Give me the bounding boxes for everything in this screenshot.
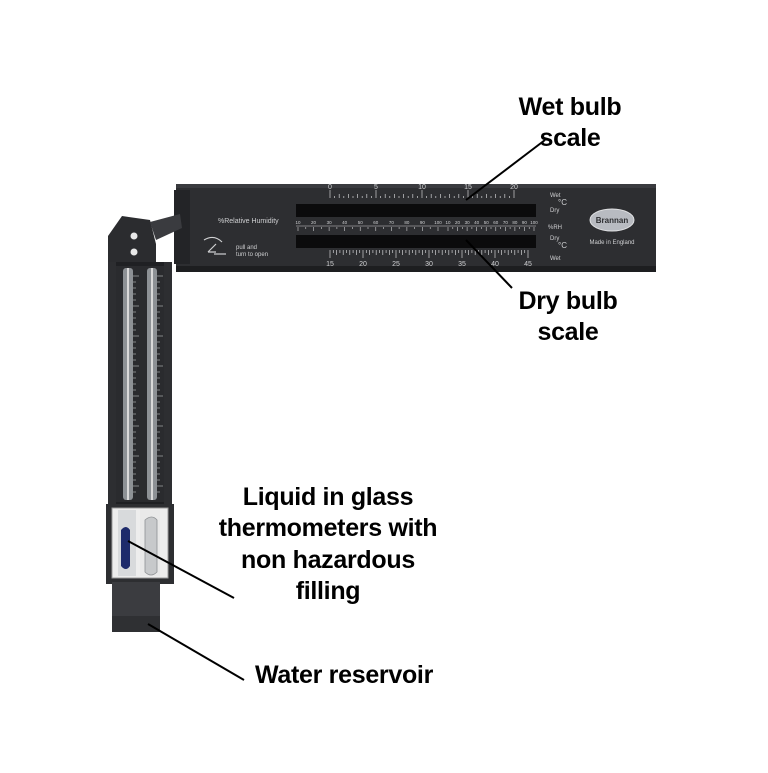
scale-label: 20 — [311, 220, 317, 225]
scale-label: 15 — [464, 184, 472, 191]
scale-label: 20 — [510, 184, 518, 191]
scale-label: 100 — [434, 220, 442, 225]
scale-label: 50 — [484, 220, 490, 225]
scale-label: 20 — [359, 261, 367, 268]
scale-label: 20 — [455, 220, 461, 225]
scale-label: 40 — [342, 220, 348, 225]
side-label-celsius-top: °C — [558, 198, 567, 207]
scale-label: 30 — [465, 220, 471, 225]
callout-water-reservoir: Water reservoir — [236, 660, 452, 691]
scale-label: 5 — [374, 184, 378, 191]
hinge-end — [174, 190, 190, 264]
callout-line: Liquid in glass — [242, 483, 414, 511]
dry-bulb-window — [296, 235, 536, 248]
dry-bulb-scale-ticks — [329, 250, 529, 258]
callout-line: Wet bulb — [518, 93, 622, 121]
scale-label: 25 — [392, 261, 400, 268]
rh-scale-ticks — [297, 227, 535, 231]
thermometer-arm — [106, 214, 182, 632]
callout-line: Dry bulb — [518, 287, 618, 315]
pull-turn-arrow-icon — [203, 236, 226, 255]
scale-label: 90 — [420, 220, 426, 225]
pull-text-1: pull and — [236, 245, 257, 251]
side-label-celsius-bottom: °C — [558, 241, 567, 250]
horizontal-body: Brannan Made in England %Relative Humidi… — [174, 184, 656, 272]
brand-badge — [589, 208, 635, 232]
thermometer-left — [123, 268, 133, 500]
scale-label: 30 — [327, 220, 333, 225]
thermometer-right — [147, 268, 157, 500]
hinge-cap — [108, 216, 156, 262]
scale-label: 35 — [458, 261, 466, 268]
scale-label: 30 — [425, 261, 433, 268]
water-reservoir — [112, 582, 160, 620]
scale-label: 90 — [522, 220, 528, 225]
scale-label: 80 — [512, 220, 518, 225]
scale-label: 45 — [524, 261, 532, 268]
scale-label: 40 — [491, 261, 499, 268]
scale-label: 0 — [328, 184, 332, 191]
pull-text-2: turn to open — [236, 252, 268, 258]
scale-label: 80 — [404, 220, 410, 225]
leader-lines — [127, 139, 546, 681]
hinge-screw-top — [130, 232, 138, 240]
scale-label: 100 — [530, 220, 538, 225]
scale-label: 60 — [493, 220, 499, 225]
callout-line: thermometers with — [218, 514, 438, 543]
callout-line: Water reservoir — [255, 661, 433, 689]
dry-bulb-scale-labels: 15 20 25 30 35 40 45 — [326, 261, 532, 268]
leader-liquid — [127, 540, 235, 599]
wet-bulb-window — [296, 204, 536, 217]
leader-dry-bulb — [465, 239, 513, 289]
scale-label: 10 — [295, 220, 301, 225]
scale-label: 15 — [326, 261, 334, 268]
leader-wet-bulb — [465, 139, 546, 201]
made-in-text: Made in England — [589, 240, 634, 246]
wet-bulb-scale-labels: 0 5 10 15 20 — [328, 184, 518, 191]
side-label-wet-bottom: Wet — [550, 256, 561, 262]
scale-label: 70 — [389, 220, 395, 225]
side-label-dry-top: Dry — [550, 208, 559, 214]
callout-line: non hazardous — [241, 545, 415, 574]
body-panel — [176, 184, 656, 272]
bulb-left — [121, 527, 130, 569]
side-label-dry-bottom: Dry — [550, 236, 559, 242]
scale-label: 40 — [474, 220, 480, 225]
callout-line: scale — [539, 124, 601, 153]
leader-water — [147, 623, 245, 681]
callout-line: scale — [537, 318, 599, 347]
callout-liquid-in-glass: Liquid in glass thermometers with non ha… — [196, 482, 460, 607]
scale-label: 50 — [358, 220, 364, 225]
thermometer-graduations — [133, 275, 163, 493]
hinge-screw-bottom — [130, 248, 138, 256]
scale-label: 60 — [373, 220, 379, 225]
wet-bulb-scale-ticks — [329, 190, 515, 198]
callout-line: filling — [295, 576, 361, 605]
scale-label: 10 — [418, 184, 426, 191]
brand-name: Brannan — [596, 216, 629, 225]
side-label-rh: %RH — [548, 225, 562, 231]
scale-label: 10 — [445, 220, 451, 225]
wick-bulb-right — [144, 516, 158, 576]
rh-label: %Relative Humidity — [218, 218, 279, 225]
callout-wet-bulb-scale: Wet bulb scale — [500, 92, 640, 155]
callout-dry-bulb-scale: Dry bulb scale — [498, 286, 638, 349]
side-label-wet-top: Wet — [550, 193, 561, 199]
scale-label: 70 — [503, 220, 509, 225]
